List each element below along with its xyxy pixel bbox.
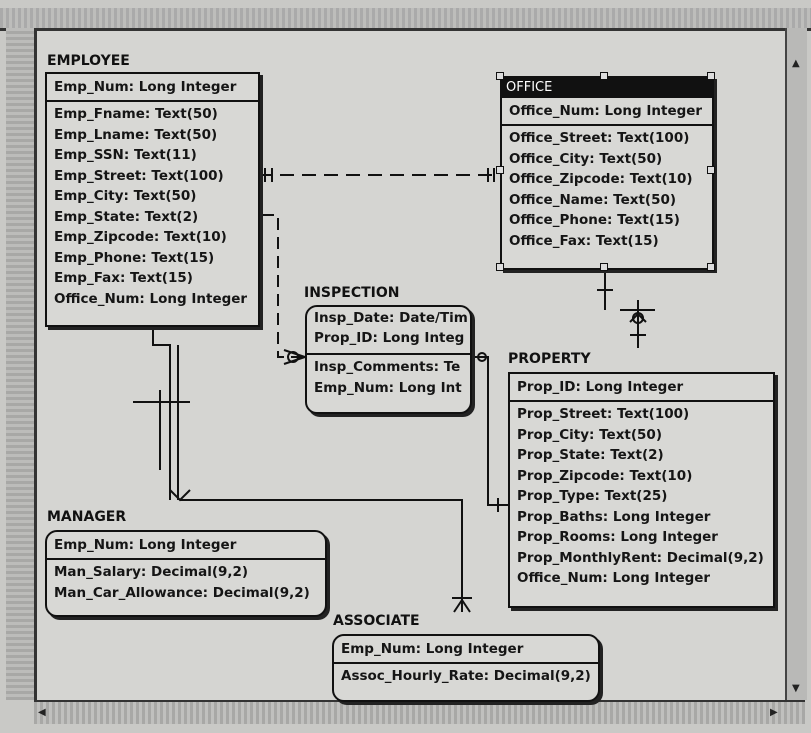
selection-handle[interactable] — [707, 72, 715, 80]
selection-handle[interactable] — [707, 166, 715, 174]
attribute: Office_Fax: Text(15) — [509, 232, 659, 249]
manager-entity-title: MANAGER — [47, 509, 127, 525]
manager-entity[interactable]: Emp_Num: Long Integer Man_Salary: Decima… — [45, 530, 327, 617]
left-panel — [6, 28, 37, 700]
attribute: Prop_Street: Text(100) — [517, 406, 690, 422]
selection-handle[interactable] — [600, 72, 608, 80]
employee-pk: Emp_Num: Long Integer — [47, 74, 258, 102]
office-entity-title: OFFICE — [502, 78, 712, 98]
inspection-attributes: Insp_Comments: Te Emp_Num: Long Int — [307, 355, 470, 404]
manager-pk: Emp_Num: Long Integer — [47, 532, 325, 560]
attribute: Prop_State: Text(2) — [517, 447, 664, 463]
attribute: Office_Phone: Text(15) — [509, 212, 680, 228]
scroll-right-icon[interactable]: ▶ — [770, 707, 778, 718]
attribute: Emp_Fname: Text(50) — [54, 106, 218, 122]
employee-entity-title: EMPLOYEE — [47, 53, 130, 69]
attribute: Office_Name: Text(50) — [509, 191, 677, 208]
selection-handle[interactable] — [600, 263, 608, 271]
attribute: Insp_Comments: Te — [314, 359, 461, 375]
selection-handle[interactable] — [496, 166, 504, 174]
attribute: Prop_ID: Long Integ — [314, 330, 465, 346]
scroll-up-icon[interactable]: ▲ — [792, 58, 800, 69]
attribute: Office_Num: Long Integer — [54, 290, 248, 307]
inspection-property-relationship — [470, 356, 508, 506]
attribute: Prop_Rooms: Long Integer — [517, 529, 718, 545]
attribute: Office_Zipcode: Text(10) — [509, 171, 693, 187]
attribute: Emp_Fax: Text(15) — [54, 270, 193, 286]
inspection-entity-title: INSPECTION — [304, 285, 400, 301]
office-property-relationship — [597, 268, 655, 348]
selection-handle[interactable] — [496, 72, 504, 80]
employee-attributes: Emp_Fname: Text(50) Emp_Lname: Text(50) … — [47, 102, 258, 315]
employee-subtype-relationship — [133, 325, 472, 613]
attribute: Emp_Zipcode: Text(10) — [54, 229, 227, 245]
office-pk: Office_Num: Long Integer — [502, 98, 712, 126]
attribute: Office_City: Text(50) — [509, 150, 663, 167]
scroll-down-icon[interactable]: ▼ — [792, 683, 800, 694]
associate-entity-title: ASSOCIATE — [333, 613, 420, 629]
property-attributes: Prop_Street: Text(100) Prop_City: Text(5… — [510, 402, 773, 595]
property-pk: Prop_ID: Long Integer — [510, 374, 773, 402]
vertical-scrollbar[interactable]: ▲▼ — [785, 28, 807, 700]
attribute: Office_Num: Long Integer — [517, 570, 711, 586]
associate-attributes: Assoc_Hourly_Rate: Decimal(9,2) — [334, 664, 598, 693]
window-title-bar — [0, 8, 811, 31]
employee-entity[interactable]: Emp_Num: Long Integer Emp_Fname: Text(50… — [45, 72, 260, 327]
property-entity[interactable]: Prop_ID: Long Integer Prop_Street: Text(… — [508, 372, 775, 608]
attribute: Assoc_Hourly_Rate: Decimal(9,2) — [341, 668, 591, 684]
selection-handle[interactable] — [707, 263, 715, 271]
inspection-pk: Insp_Date: Date/Tim Prop_ID: Long Integ — [307, 307, 470, 355]
office-attributes: Office_Street: Text(100) Office_City: Te… — [502, 126, 712, 257]
attribute: Prop_City: Text(50) — [517, 426, 662, 443]
attribute: Emp_State: Text(2) — [54, 208, 199, 225]
attribute: Man_Car_Allowance: Decimal(9,2) — [54, 584, 310, 601]
scroll-left-icon[interactable]: ◀ — [38, 707, 46, 718]
attribute: Man_Salary: Decimal(9,2) — [54, 564, 249, 580]
attribute: Emp_Lname: Text(50) — [54, 126, 218, 143]
attribute: Prop_Baths: Long Integer — [517, 508, 711, 525]
selection-handle[interactable] — [496, 263, 504, 271]
associate-pk: Emp_Num: Long Integer — [334, 636, 598, 664]
attribute: Emp_Num: Long Int — [314, 379, 462, 396]
attribute: Prop_Type: Text(25) — [517, 488, 668, 504]
attribute: Office_Street: Text(100) — [509, 130, 690, 146]
attribute: Emp_SSN: Text(11) — [54, 147, 197, 163]
property-entity-title: PROPERTY — [508, 351, 591, 367]
attribute: Prop_MonthlyRent: Decimal(9,2) — [517, 549, 764, 566]
office-entity[interactable]: OFFICE Office_Num: Long Integer Office_S… — [500, 76, 714, 270]
attribute: Emp_Phone: Text(15) — [54, 249, 215, 266]
manager-attributes: Man_Salary: Decimal(9,2) Man_Car_Allowan… — [47, 560, 325, 609]
attribute: Emp_City: Text(50) — [54, 188, 197, 204]
inspection-entity[interactable]: Insp_Date: Date/Tim Prop_ID: Long Integ … — [305, 305, 472, 414]
attribute: Prop_Zipcode: Text(10) — [517, 467, 693, 484]
associate-entity[interactable]: Emp_Num: Long Integer Assoc_Hourly_Rate:… — [332, 634, 600, 702]
employee-inspection-relationship — [262, 214, 305, 358]
attribute: Emp_Street: Text(100) — [54, 167, 224, 184]
attribute: Insp_Date: Date/Tim — [314, 310, 468, 326]
